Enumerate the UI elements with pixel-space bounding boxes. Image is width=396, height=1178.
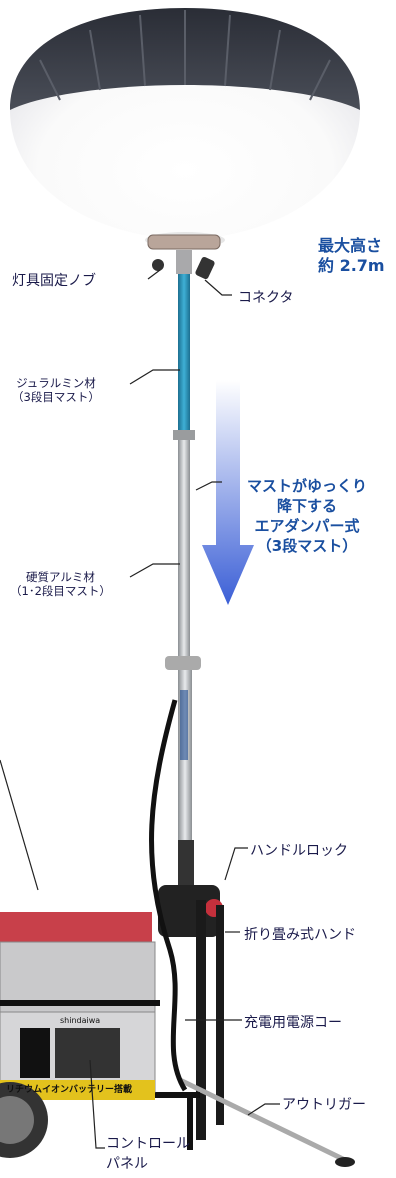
handle-lock-label: ハンドルロック	[250, 843, 348, 859]
control-line1: コントロール	[106, 1136, 190, 1152]
max-height-line2: 約 2.7m	[318, 256, 385, 275]
duralumin-line1: ジュラルミン材	[16, 376, 96, 390]
charging-cord-label: 充電用電源コー	[244, 1015, 342, 1031]
control-line2: パネル	[106, 1156, 148, 1172]
descent-line2: 降下する	[276, 497, 337, 515]
control-panel-label: コントロール パネル	[106, 1134, 190, 1174]
brand-label: shindaiwa	[60, 1016, 101, 1025]
max-height-label: 最大高さ 約 2.7m	[318, 236, 385, 276]
connector-label: コネクタ	[238, 290, 294, 306]
down-arrow-icon	[202, 380, 254, 605]
duralumin-label: ジュラルミン材 （3段目マスト）	[12, 376, 100, 404]
aluminum-line1: 硬質アルミ材	[26, 570, 95, 584]
descent-line4: （3段マスト）	[256, 537, 358, 555]
max-height-line1: 最大高さ	[318, 236, 383, 255]
duralumin-line2: （3段目マスト）	[12, 390, 100, 404]
descent-line3: エアダンパー式	[254, 517, 360, 535]
descent-line1: マストがゆっくり	[246, 477, 367, 495]
lamp-knob-label: 灯具固定ノブ	[12, 273, 96, 289]
descent-note: マストがゆっくり 降下する エアダンパー式 （3段マスト）	[232, 476, 382, 556]
aluminum-label: 硬質アルミ材 （1･2段目マスト）	[10, 570, 111, 598]
battery-banner: リチウムイオンバッテリー搭載	[6, 1085, 133, 1095]
balloon-light-icon	[10, 8, 360, 248]
aluminum-line2: （1･2段目マスト）	[10, 584, 111, 598]
folding-handle-label: 折り畳み式ハンド	[244, 927, 356, 943]
outrigger-label: アウトリガー	[282, 1097, 366, 1113]
